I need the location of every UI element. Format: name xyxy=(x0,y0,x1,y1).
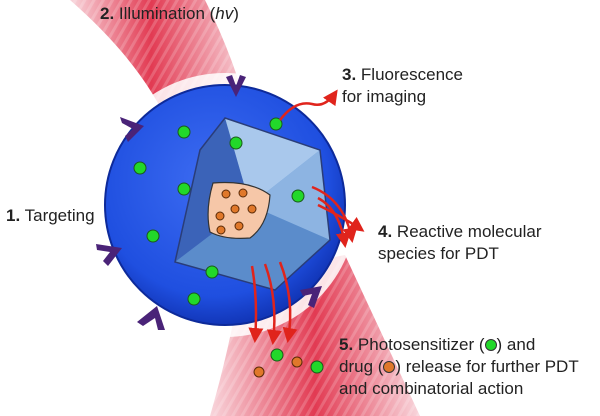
fluorescence-label: 3. Fluorescence for imaging xyxy=(342,65,463,106)
photosensitizer-legend-icon xyxy=(484,339,497,351)
drug-dot-icon xyxy=(215,188,303,378)
targeting-label: 1. Targeting xyxy=(6,206,95,225)
illumination-label: 2. Illumination (hv) xyxy=(100,4,239,23)
drug-legend-icon xyxy=(383,361,396,373)
targeting-ligand-icon xyxy=(96,75,322,330)
reactive-species-label: 4. Reactive molecular species for PDT xyxy=(378,222,542,263)
arrow-icon xyxy=(248,89,365,345)
release-label: 5. Photosensitizer () and drug () releas… xyxy=(339,335,579,398)
photosensitizer-dot-icon xyxy=(133,117,324,374)
